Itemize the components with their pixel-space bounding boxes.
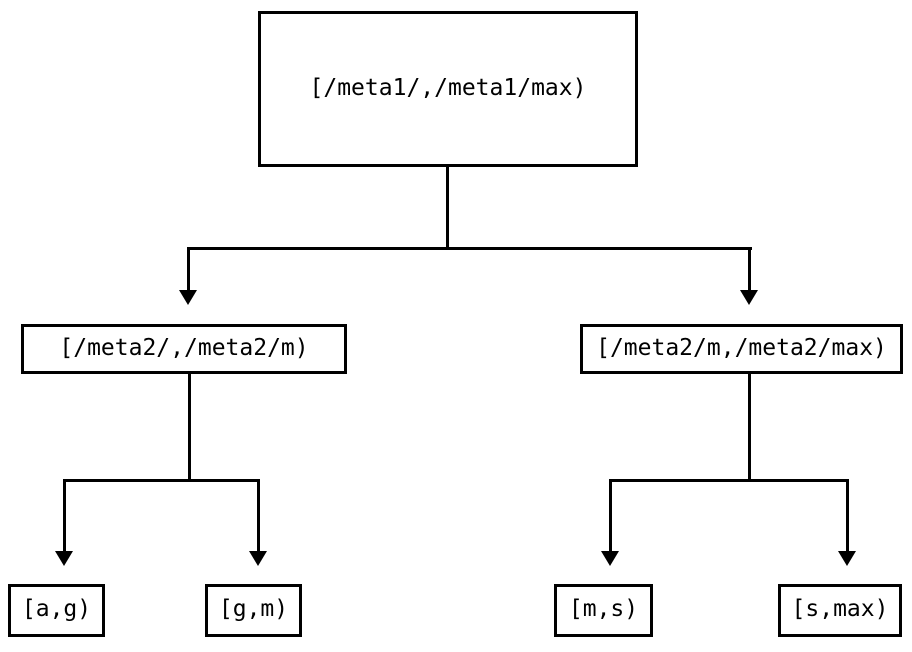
tree-node-mid-left-label: [/meta2/,/meta2/m) [59, 334, 309, 361]
tree-node-leaf-smax[interactable]: [s,max) [778, 584, 902, 637]
edge-root-to-mid-right-drop [748, 247, 751, 290]
edge-root-stem [446, 167, 449, 250]
edge-mid-right-to-leaf-smax-drop [846, 479, 849, 551]
arrowhead-mid-left-to-leaf-gm [249, 551, 267, 566]
tree-node-leaf-smax-label: [s,max) [791, 596, 889, 622]
tree-node-leaf-gm[interactable]: [g,m) [205, 584, 302, 637]
edge-mid-left-to-leaf-gm-drop [257, 479, 260, 551]
tree-node-leaf-ag-label: [a,g) [21, 596, 92, 622]
arrowhead-mid-right-to-leaf-smax [838, 551, 856, 566]
tree-node-leaf-ag[interactable]: [a,g) [8, 584, 105, 637]
tree-node-leaf-ms[interactable]: [m,s) [554, 584, 653, 637]
tree-node-leaf-ms-label: [m,s) [568, 596, 639, 622]
tree-node-root[interactable]: [/meta1/,/meta1/max) [258, 11, 638, 167]
edge-root-to-mid-left-drop [187, 247, 190, 290]
tree-node-root-label: [/meta1/,/meta1/max) [309, 74, 587, 101]
edge-mid-right-bus [609, 479, 849, 482]
arrowhead-mid-right-to-leaf-ms [601, 551, 619, 566]
tree-node-mid-right[interactable]: [/meta2/m,/meta2/max) [580, 324, 903, 374]
edge-mid-right-stem [748, 374, 751, 482]
arrowhead-root-to-mid-left [179, 290, 197, 305]
arrowhead-mid-left-to-leaf-ag [55, 551, 73, 566]
edge-mid-left-stem [188, 374, 191, 482]
arrowhead-root-to-mid-right [740, 290, 758, 305]
tree-node-mid-right-label: [/meta2/m,/meta2/max) [596, 334, 887, 361]
tree-node-leaf-gm-label: [g,m) [218, 596, 289, 622]
edge-mid-right-to-leaf-ms-drop [609, 479, 612, 551]
tree-node-mid-left[interactable]: [/meta2/,/meta2/m) [21, 324, 347, 374]
edge-root-bus [187, 247, 752, 250]
edge-mid-left-bus [63, 479, 260, 482]
edge-mid-left-to-leaf-ag-drop [63, 479, 66, 551]
